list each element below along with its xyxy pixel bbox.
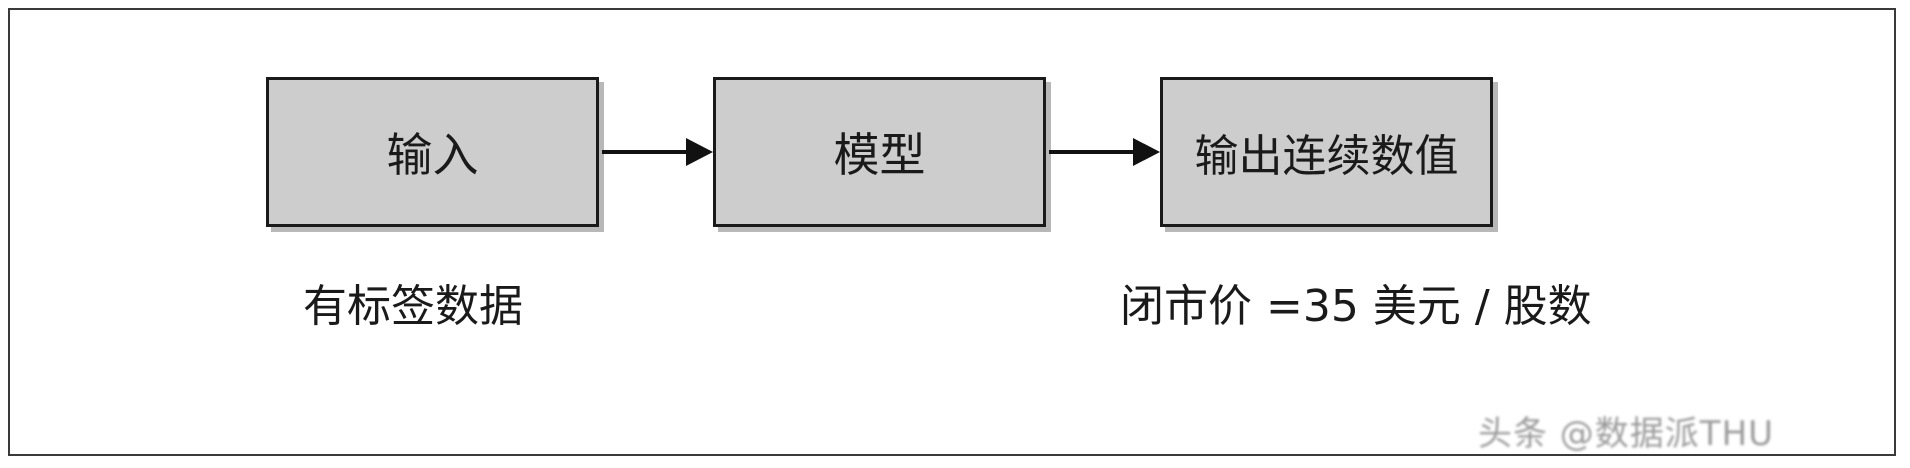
input-box-label: 输入 — [386, 128, 479, 182]
output-box-label: 输出连续数值 — [1194, 131, 1459, 182]
model-box-label: 模型 — [833, 128, 926, 182]
input-box: 输入 — [266, 77, 599, 227]
output-box: 输出连续数值 — [1160, 77, 1493, 227]
watermark: 头条 @数据派THU — [1478, 414, 1775, 454]
arrow-input-to-model — [602, 138, 713, 166]
input-caption: 有标签数据 — [303, 281, 523, 332]
output-caption: 闭市价 =35 美元 / 股数 — [1120, 281, 1592, 332]
arrow-model-to-output — [1049, 138, 1160, 166]
model-box: 模型 — [713, 77, 1046, 227]
